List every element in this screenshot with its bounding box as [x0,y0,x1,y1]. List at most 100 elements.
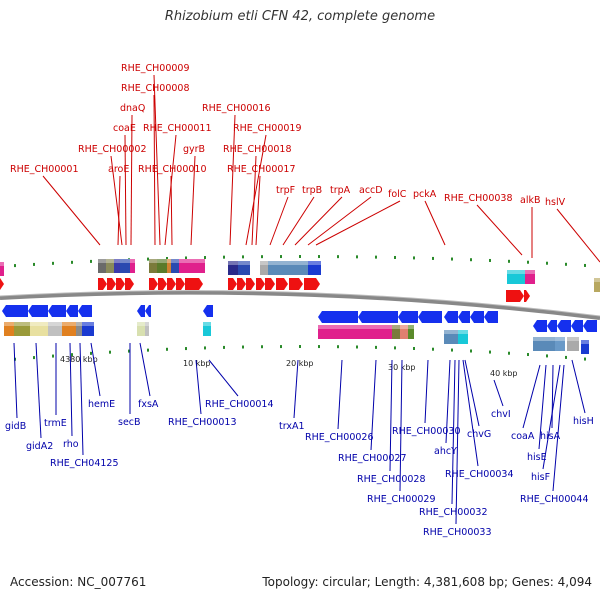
genome-backbone [0,290,600,320]
scale-tick-top [147,257,149,261]
forward-gene-label: trpB [302,185,322,196]
reverse-gene-label: gidB [5,421,26,432]
gene-block-forward [268,261,308,275]
reverse-gene-label: RHE_CH00028 [357,474,426,485]
scale-tick-bottom [565,355,567,359]
gene-block-gloss [14,322,30,326]
gene-block-reverse [408,325,414,339]
reverse-label-line [462,359,479,467]
gene-arrow-reverse [418,311,442,323]
reverse-gene-label: hisF [531,472,550,483]
reverse-gene-label: chvI [491,409,511,420]
gene-arrow-reverse [547,320,557,332]
gene-block-reverse [48,322,62,336]
scale-tick-top [242,255,244,259]
gene-block-forward [120,259,130,273]
gene-arrow-reverse [2,305,28,317]
gene-block-reverse [137,322,147,336]
gene-arrow-forward [149,278,158,290]
gene-block-reverse [62,322,76,336]
scale-tick-top [565,262,567,266]
gene-block-gloss [145,322,149,326]
reverse-gene-label: trmE [44,418,67,429]
scale-tick-top [33,262,35,266]
scale-tick-bottom [413,346,415,350]
reverse-label-line [451,359,456,505]
forward-gene-label: RHE_CH00017 [227,164,296,175]
reverse-label-line [293,359,299,419]
forward-label-line [251,155,257,246]
scale-tick-bottom [451,348,453,352]
reverse-label-line [69,342,73,437]
gene-arrow-reverse [78,305,92,317]
gene-arrow-forward [125,278,134,290]
scale-tick-top [280,255,282,259]
forward-gene-label: trpA [330,185,351,196]
scale-tick-top [337,255,339,259]
gene-block-gloss [581,340,589,344]
gene-block-gloss [157,259,167,263]
gene-block-gloss [76,322,82,326]
reverse-label-line [538,364,547,450]
scale-tick-top [261,255,263,259]
scale-tick-top [185,256,187,260]
forward-gene-label: aroE [108,164,129,175]
scale-tick-bottom [109,350,111,354]
gene-block-gloss [228,261,238,265]
gene-block-reverse [555,337,565,351]
forward-gene-label: RHE_CH00038 [444,193,513,204]
gene-block-gloss [318,325,392,329]
scale-tick-bottom [508,351,510,355]
reverse-gene-label: hemE [88,399,115,410]
scale-tick-bottom [318,345,320,349]
gene-block-forward [179,259,205,273]
forward-gene-label: dnaQ [120,103,145,114]
gene-block-reverse [145,322,149,336]
forward-gene-label: gyrB [183,144,205,155]
reverse-gene-label: RHE_CH00014 [205,399,274,410]
gene-block-forward [594,278,600,292]
gene-arrow-forward [98,278,107,290]
scale-tick-top [356,255,358,259]
scale-tick-bottom [546,354,548,358]
gene-block-forward [171,259,179,273]
gene-block-gloss [567,337,579,341]
scale-tick-top [318,255,320,259]
scale-tick-bottom [394,346,396,350]
reverse-label-line [195,359,202,415]
reverse-gene-label: RHE_CH00044 [520,494,589,505]
forward-label-line [294,196,343,246]
gene-block-forward [260,261,268,275]
gene-block-gloss [308,261,321,265]
gene-block-forward [507,270,525,284]
scale-tick-bottom [527,353,529,357]
forward-label-line [117,175,121,246]
gene-arrow-reverse [48,305,66,317]
gene-arrow-forward [107,278,116,290]
gene-block-gloss [260,261,268,265]
reverse-gene-label: RHE_CH00026 [305,432,374,443]
reverse-label-line [455,359,460,525]
reverse-label-line [542,364,561,470]
gene-block-reverse [444,330,458,344]
gene-block-gloss [238,261,250,265]
gene-arrow-reverse [484,311,498,323]
reverse-gene-label: RHE_CH00029 [367,494,436,505]
scale-tick-bottom [584,357,586,361]
reverse-gene-label: fxsA [138,399,159,410]
gene-block-forward [157,259,167,273]
gene-block-reverse [30,322,48,336]
gene-block-reverse [76,322,82,336]
forward-label-line [130,114,133,246]
reverse-label-line [35,342,42,439]
gene-arrow-forward [228,278,237,290]
scale-tick-top [470,258,472,262]
scale-tick-bottom [375,345,377,349]
genome-summary-text: Topology: circular; Length: 4,381,608 bp… [262,575,592,589]
genome-backbone-highlight [0,290,600,317]
gene-block-gloss [106,259,114,263]
forward-gene-label: RHE_CH00009 [121,63,190,74]
gene-block-reverse [203,322,211,336]
reverse-label-line [13,342,18,419]
gene-arrow-reverse [66,305,78,317]
